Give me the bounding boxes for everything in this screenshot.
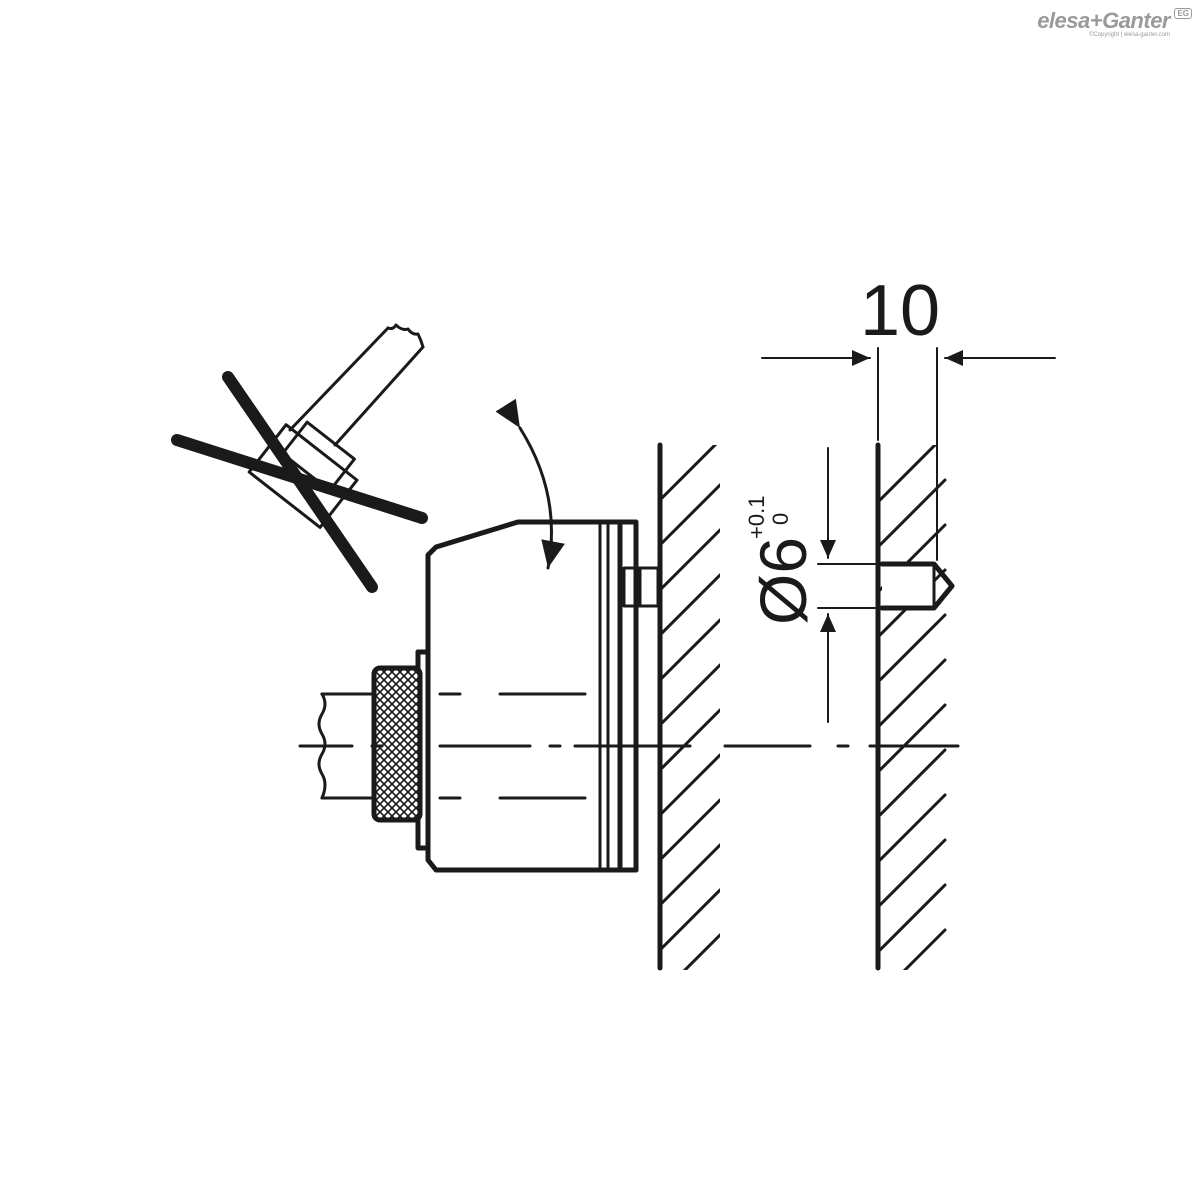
brand-logo: elesa+Ganter ©Copyright | elesa-ganter.c… (1037, 8, 1192, 38)
knurled-knob (371, 665, 423, 823)
tolerance-upper: +0.1 (744, 496, 769, 539)
width-dimension: 10 (761, 271, 1056, 561)
width-dimension-label: 10 (860, 271, 940, 351)
diameter-label: Ø6 (746, 537, 820, 625)
brand-badge: EG (1174, 8, 1192, 19)
shaft-stub (317, 692, 376, 800)
left-wall (657, 442, 720, 971)
crossed-out-crank (171, 323, 428, 593)
right-wall (875, 442, 955, 971)
rotation-arrow (495, 398, 565, 570)
tolerance-lower: 0 (768, 513, 793, 525)
brand-name: elesa+Ganter (1037, 8, 1170, 33)
brand-copyright: ©Copyright | elesa-ganter.com (1088, 32, 1170, 38)
indicator-body (320, 519, 660, 873)
diameter-dimension: Ø6 +0.1 0 (744, 447, 876, 723)
